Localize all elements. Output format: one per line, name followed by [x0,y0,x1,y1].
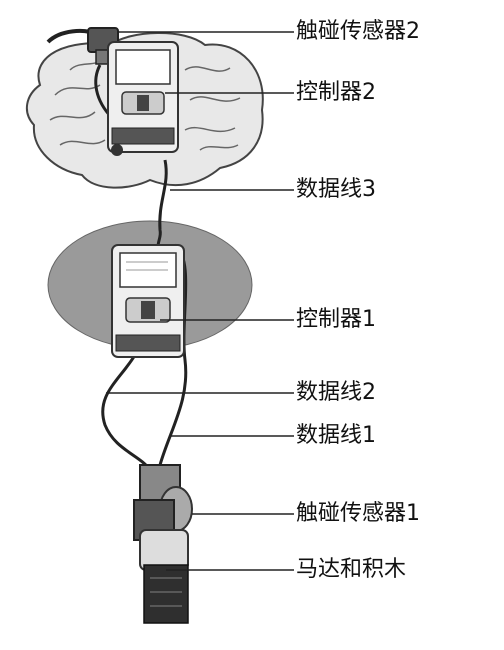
label-cable-3: 数据线3 [296,177,376,202]
label-cable-2: 数据线2 [296,380,376,405]
controller-2 [107,41,179,156]
controller-1 [111,244,185,358]
label-touch-sensor-2: 触碰传感器2 [296,19,420,44]
label-touch-sensor-1: 触碰传感器1 [296,501,420,526]
cable-2 [101,354,152,471]
label-controller-2: 控制器2 [296,80,376,105]
label-controller-1: 控制器1 [296,307,376,332]
label-cable-1: 数据线1 [296,423,376,448]
leader-lines [106,31,294,571]
motor-and-blocks [133,499,189,624]
label-motor-and-blocks: 马达和积木 [296,557,407,582]
